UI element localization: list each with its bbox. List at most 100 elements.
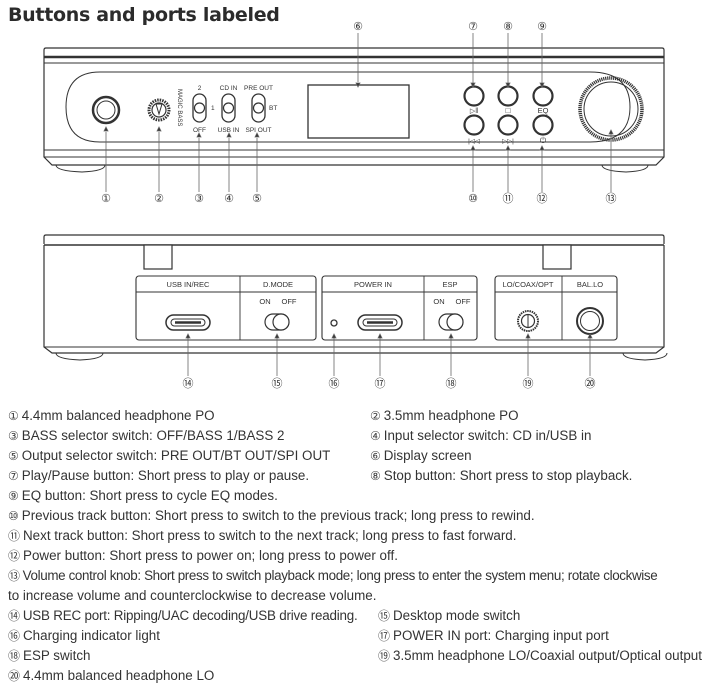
legend-number: ⑲ bbox=[378, 649, 391, 663]
front-panel bbox=[43, 47, 665, 173]
section-label-esp: ESP bbox=[442, 280, 457, 289]
callout-2: ② bbox=[154, 193, 164, 205]
output-label-spi: SPI OUT bbox=[245, 127, 271, 134]
desktop-mode-switch[interactable] bbox=[264, 313, 290, 331]
play-pause-button[interactable] bbox=[463, 85, 485, 107]
eq-label: EQ bbox=[538, 106, 549, 115]
next-track-button[interactable] bbox=[497, 114, 519, 136]
callout-7: ⑦ bbox=[468, 21, 478, 33]
magic-bass-label: MAGIC BASS bbox=[176, 89, 182, 126]
output-label-pre: PRE OUT bbox=[244, 85, 273, 92]
legend-item-continuation: to increase volume and counterclockwise … bbox=[8, 586, 376, 606]
output-label-bt: BT bbox=[269, 105, 277, 112]
back-panel bbox=[43, 234, 668, 361]
legend-number: ⑭ bbox=[8, 609, 20, 623]
section-label-d-mode: D.MODE bbox=[263, 280, 293, 289]
bass-label-2: 2 bbox=[198, 85, 202, 92]
input-label-cd: CD IN bbox=[220, 85, 238, 92]
legend-text: POWER IN port: Charging input port bbox=[393, 628, 609, 643]
front-leader-lines bbox=[103, 33, 614, 192]
esp-on-label: ON bbox=[433, 297, 444, 306]
legend-number: ⑤ bbox=[8, 449, 19, 463]
legend-text: to increase volume and counterclockwise … bbox=[8, 588, 377, 603]
legend-text: Play/Pause button: Short press to play o… bbox=[21, 468, 310, 483]
back-leader-lines bbox=[185, 333, 593, 376]
legend-number: ③ bbox=[8, 429, 19, 443]
legend-text: Next track button: Short press to switch… bbox=[23, 528, 517, 543]
power-in-port bbox=[357, 314, 403, 331]
bal-lo-jack bbox=[576, 307, 604, 335]
legend-number: ⑫ bbox=[8, 549, 21, 563]
charging-indicator-light bbox=[330, 319, 338, 327]
bass-selector-switch[interactable] bbox=[192, 93, 207, 123]
stop-icon: □ bbox=[506, 106, 511, 115]
legend-text: 3.5mm headphone LO/Coaxial output/Optica… bbox=[393, 648, 702, 663]
callout-19: ⑲ bbox=[523, 377, 534, 390]
legend-number: ⑳ bbox=[8, 669, 21, 683]
legend-text: 4.4mm balanced headphone PO bbox=[21, 408, 215, 423]
input-label-usb: USB IN bbox=[218, 127, 240, 134]
previous-track-icon: |◁◁ bbox=[468, 138, 481, 145]
callout-8: ⑧ bbox=[503, 21, 513, 33]
legend-text: BASS selector switch: OFF/BASS 1/BASS 2 bbox=[21, 428, 285, 443]
legend-text: Volume control knob: Short press to swit… bbox=[22, 568, 658, 583]
legend-number: ⑥ bbox=[370, 449, 381, 463]
legend-text: Input selector switch: CD in/USB in bbox=[383, 428, 592, 443]
callout-10: ⑩ bbox=[468, 193, 478, 205]
legend-text: 4.4mm balanced headphone LO bbox=[23, 668, 215, 683]
section-label-lo-coax-opt: LO/COAX/OPT bbox=[503, 280, 554, 289]
callout-16: ⑯ bbox=[329, 377, 340, 390]
esp-switch[interactable] bbox=[438, 313, 464, 331]
legend-text: Previous track button: Short press to sw… bbox=[21, 508, 535, 523]
callout-13: ⑬ bbox=[606, 192, 617, 205]
callout-6: ⑥ bbox=[353, 21, 363, 33]
eq-button[interactable] bbox=[532, 85, 554, 107]
next-track-icon: ▷▷| bbox=[502, 138, 514, 145]
stop-button[interactable] bbox=[497, 85, 519, 107]
legend-number: ① bbox=[8, 409, 19, 423]
legend-text: ESP switch bbox=[23, 648, 91, 663]
output-selector-switch[interactable] bbox=[251, 93, 266, 123]
legend-text: Output selector switch: PRE OUT/BT OUT/S… bbox=[21, 448, 331, 463]
legend-number: ⑬ bbox=[8, 569, 20, 583]
section-label-usb-in-rec: USB IN/REC bbox=[167, 280, 211, 289]
callout-9: ⑨ bbox=[537, 21, 547, 33]
legend-text: Stop button: Short press to stop playbac… bbox=[383, 468, 633, 483]
previous-track-button[interactable] bbox=[463, 114, 485, 136]
legend-number: ② bbox=[370, 409, 381, 423]
d-mode-on-label: ON bbox=[259, 297, 270, 306]
bass-label-off: OFF bbox=[193, 127, 206, 134]
power-button[interactable] bbox=[532, 114, 554, 136]
d-mode-off-label: OFF bbox=[282, 297, 297, 306]
legend-text: Display screen bbox=[383, 448, 472, 463]
callout-1: ① bbox=[101, 193, 111, 205]
callout-18: ⑱ bbox=[446, 377, 457, 390]
callout-5: ⑤ bbox=[252, 193, 262, 205]
display-screen bbox=[307, 84, 410, 139]
section-label-power-in: POWER IN bbox=[354, 280, 392, 289]
callout-3: ③ bbox=[194, 193, 204, 205]
balanced-headphone-jack-4-4mm bbox=[91, 95, 121, 125]
legend-number: ⑰ bbox=[378, 629, 391, 643]
play-pause-icon: ▷‖ bbox=[470, 108, 478, 115]
input-selector-switch[interactable] bbox=[221, 93, 236, 123]
callout-4: ④ bbox=[224, 193, 234, 205]
legend-text: Desktop mode switch bbox=[393, 608, 521, 623]
callout-15: ⑮ bbox=[272, 377, 283, 390]
